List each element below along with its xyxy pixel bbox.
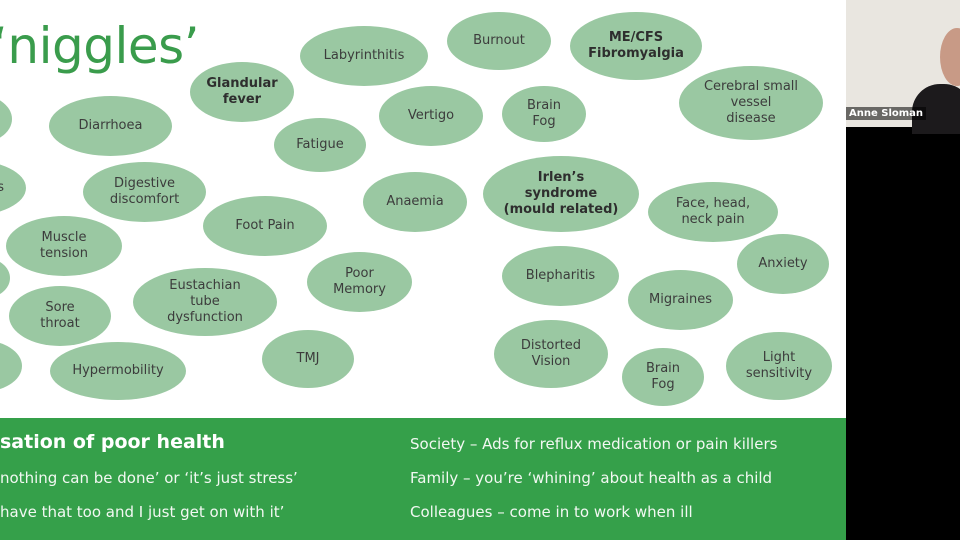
bubble-migraines: Migraines [628,270,733,330]
bubble-distorted-vision: Distorted Vision [494,320,608,388]
bubble-tmj: TMJ [262,330,354,388]
footer-right-line-3: Colleagues – come in to work when ill [410,503,693,521]
footer-heading: sation of poor health [0,431,225,453]
bubble-fatigue: Fatigue [274,118,366,172]
bubble-cut-off-3 [0,258,10,298]
bubble-eustachian-tube-dysfunction: Eustachian tube dysfunction [133,268,277,336]
bubble-hypermobility: Hypermobility [50,342,186,400]
footer-left-line-1: nothing can be done’ or ‘it’s just stres… [0,469,298,487]
bubble-light-sensitivity: Light sensitivity [726,332,832,400]
bubble-labyrinthitis: Labyrinthitis [300,26,428,86]
bubble-glandular-fever: Glandular fever [190,62,294,122]
bubble-face-head-neck-pain: Face, head, neck pain [648,182,778,242]
footer-right-line-2: Family – you’re ‘whining’ about health a… [410,469,773,487]
bubble-cerebral-small-vessel-disease: Cerebral small vessel disease [679,66,823,140]
bubble-foot-pain: Foot Pain [203,196,327,256]
bubble-cut-off-2: s [0,160,26,216]
bubble-irlens-syndrome: Irlen’s syndrome (mould related) [483,156,639,232]
bubble-cut-off-1 [0,94,12,144]
bubble-sore-throat: Sore throat [9,286,111,346]
footer-right-line-1: Society – Ads for reflux medication or p… [410,435,778,453]
slide-footer-band: sation of poor health nothing can be don… [0,418,846,540]
bubble-anaemia: Anaemia [363,172,467,232]
bubble-anxiety: Anxiety [737,234,829,294]
participant-head [940,28,960,86]
bubble-blepharitis: Blepharitis [502,246,619,306]
bubble-vertigo: Vertigo [379,86,483,146]
participant-name-tag: Anne Sloman [846,107,927,120]
bubble-muscle-tension: Muscle tension [6,216,122,276]
bubble-me-cfs-fibromyalgia: ME/CFS Fibromyalgia [570,12,702,80]
presentation-slide: ‘niggles’ Labyrinthitis Burnout ME/CFS F… [0,0,846,540]
bubble-brain-fog-top: Brain Fog [502,86,586,142]
bubble-digestive-discomfort: Digestive discomfort [83,162,206,222]
bubble-poor-memory: Poor Memory [307,252,412,312]
bubble-cut-off-4 [0,340,22,392]
bubble-diarrhoea: Diarrhoea [49,96,172,156]
bubble-brain-fog-bottom: Brain Fog [622,348,704,406]
slide-title: ‘niggles’ [0,17,200,75]
bubble-burnout: Burnout [447,12,551,70]
footer-left-line-2: have that too and I just get on with it’ [0,503,285,521]
